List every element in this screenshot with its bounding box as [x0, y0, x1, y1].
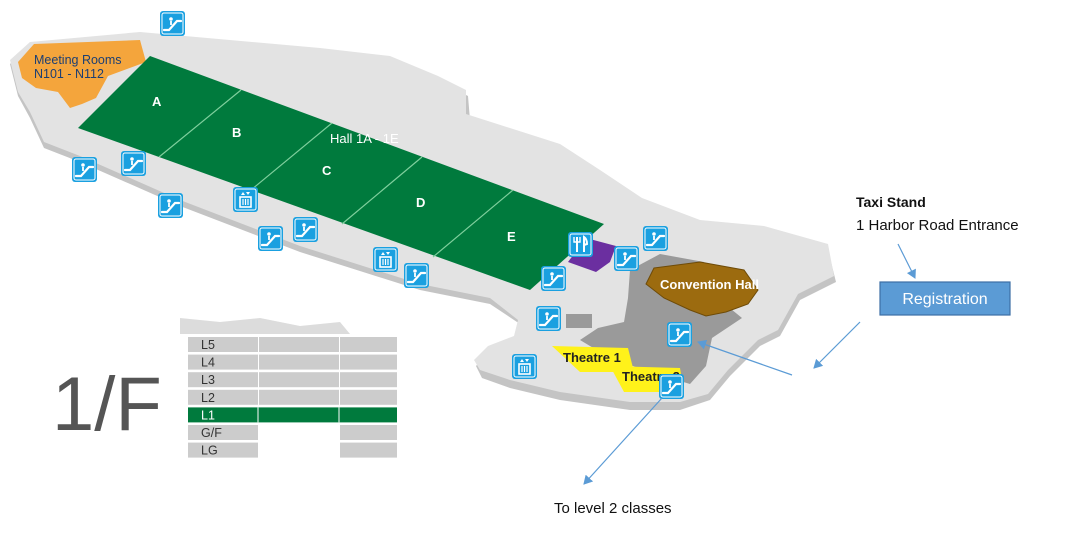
level-label: LG — [201, 444, 218, 458]
floor-title: 1/F — [52, 362, 162, 447]
meeting-rooms-range: N101 - N112 — [34, 67, 104, 81]
level-bar — [340, 425, 397, 440]
escalator-icon — [72, 157, 97, 182]
level-bar — [188, 372, 258, 388]
hall-group-label: Hall 1A - 1E — [330, 131, 399, 146]
escalator-icon — [541, 266, 566, 291]
level-selector-roof — [180, 318, 350, 334]
level-bar — [188, 442, 258, 458]
meeting-rooms-area — [18, 40, 146, 108]
level-row-l5[interactable]: L5 — [188, 337, 397, 352]
level-row-l4[interactable]: L4 — [188, 354, 397, 370]
level-bar — [188, 407, 397, 423]
level-row-lg[interactable]: LG — [188, 442, 397, 458]
hall-e-label: E — [507, 229, 516, 244]
level-row-l1[interactable]: L1 — [188, 407, 397, 423]
level-label: G/F — [201, 426, 222, 440]
hall-d-label: D — [416, 195, 425, 210]
theatre-1-label: Theatre 1 — [563, 350, 621, 365]
level-bar — [188, 354, 258, 370]
elevator-icon — [233, 187, 258, 212]
hall-dividers — [158, 89, 514, 258]
hall-c-label: C — [322, 163, 332, 178]
level-bar — [340, 372, 397, 388]
level-bar — [188, 337, 258, 352]
restaurant-icon — [568, 232, 593, 257]
level2-arrow — [583, 397, 663, 485]
escalator-icon — [293, 217, 318, 242]
level-label: L4 — [201, 356, 215, 370]
elevator-icon — [373, 247, 398, 272]
convention-hall-label: Convention Hall — [660, 277, 759, 292]
level-bar — [188, 425, 258, 440]
level-bar — [340, 389, 397, 405]
taxi-stand-subtitle: 1 Harbor Road Entrance — [856, 217, 1019, 234]
level-label: L3 — [201, 373, 215, 387]
level-bar — [340, 354, 397, 370]
concourse-arrow — [697, 339, 793, 376]
hall-b-label: B — [232, 125, 241, 140]
level-row-l3[interactable]: L3 — [188, 372, 397, 388]
level-row-l2[interactable]: L2 — [188, 389, 397, 405]
corridor-block — [566, 314, 592, 328]
escalator-icon — [536, 306, 561, 331]
escalator-icon — [659, 374, 684, 399]
escalator-icon — [258, 226, 283, 251]
escalator-icon — [643, 226, 668, 251]
level-row-gf[interactable]: G/F — [188, 425, 397, 440]
escalator-icon — [614, 246, 639, 271]
meeting-rooms-label: Meeting Rooms — [34, 53, 122, 67]
hall-a-label: A — [152, 94, 162, 109]
map-icons — [72, 11, 692, 399]
registration-arrow — [813, 321, 861, 369]
level-label: L2 — [201, 391, 215, 405]
level-bar — [259, 389, 339, 405]
taxi-arrow — [897, 243, 916, 279]
elevator-icon — [512, 354, 537, 379]
exhibition-halls — [78, 56, 604, 290]
convention-hall-area — [645, 261, 759, 317]
registration-label: Registration — [902, 291, 987, 308]
level-bar — [259, 354, 339, 370]
level-bar — [259, 337, 339, 352]
theatre-1-area — [552, 346, 634, 372]
level-label: L5 — [201, 338, 215, 352]
escalator-icon — [160, 11, 185, 36]
escalator-icon — [158, 193, 183, 218]
taxi-stand-title: Taxi Stand — [856, 194, 926, 210]
level-bar — [259, 372, 339, 388]
escalator-icon — [121, 151, 146, 176]
escalator-icon — [667, 322, 692, 347]
level-label: L1 — [201, 408, 215, 422]
level-bar — [340, 337, 397, 352]
level2-label: To level 2 classes — [554, 500, 672, 517]
escalator-icon — [404, 263, 429, 288]
level-bar — [188, 389, 258, 405]
registration-box — [879, 281, 1011, 316]
level-bar — [340, 442, 397, 458]
